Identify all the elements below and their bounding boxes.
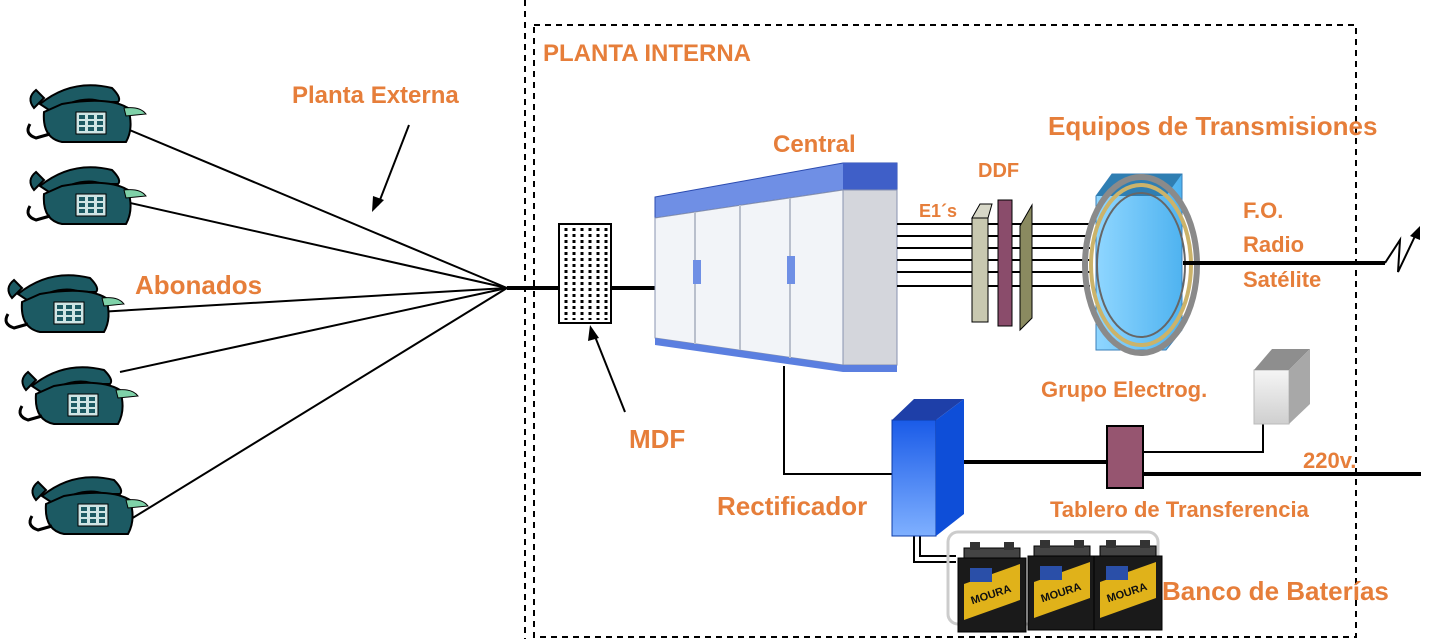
lightning-icon: [1384, 226, 1420, 273]
power-wiring: [783, 366, 1421, 563]
telephone-icon: [28, 475, 150, 536]
ddf-frame: [971, 199, 1033, 332]
planta-interna-label: PLANTA INTERNA: [543, 40, 751, 67]
radio-label: Radio: [1243, 232, 1305, 257]
abonados-label: Abonados: [135, 270, 263, 300]
telephone-icon: [26, 83, 148, 144]
transfer-board: [1106, 425, 1144, 489]
equipos-transmisiones-label: Equipos de Transmisiones: [1048, 111, 1378, 141]
central-switch: [654, 162, 898, 372]
mdf-frame: [558, 223, 612, 324]
battery-icon: [1093, 539, 1163, 631]
telephone-icon: [26, 165, 148, 226]
tablero-transferencia-label: Tablero de Transferencia: [1050, 497, 1309, 522]
mdf-arrow: [588, 325, 626, 413]
telephone-icon: [4, 273, 126, 334]
battery-icon: [957, 541, 1027, 633]
planta-externa-label: Planta Externa: [292, 82, 459, 109]
220v-label: 220v.: [1303, 448, 1357, 473]
subscriber-lines: [97, 125, 508, 528]
rectifier: [891, 399, 964, 537]
planta-externa-arrow: [372, 124, 410, 212]
ddf-label: DDF: [978, 160, 1020, 182]
generator-icon: [1253, 349, 1310, 425]
battery-icon: [1027, 539, 1097, 631]
e1-lines: [897, 223, 1090, 287]
rectificador-label: Rectificador: [717, 491, 868, 521]
e1s-label: E1´s: [919, 201, 958, 221]
planta-interna-box: [533, 24, 1357, 638]
fo-label: F.O.: [1243, 198, 1284, 223]
mdf-label: MDF: [629, 424, 686, 454]
banco-baterias-label: Banco de Baterías: [1162, 576, 1389, 606]
grupo-electrog-label: Grupo Electrog.: [1041, 377, 1208, 402]
central-label: Central: [773, 131, 856, 158]
satelite-label: Satélite: [1243, 267, 1322, 292]
transmission-equipment: [1082, 173, 1200, 356]
telephone-icon: [18, 365, 140, 426]
